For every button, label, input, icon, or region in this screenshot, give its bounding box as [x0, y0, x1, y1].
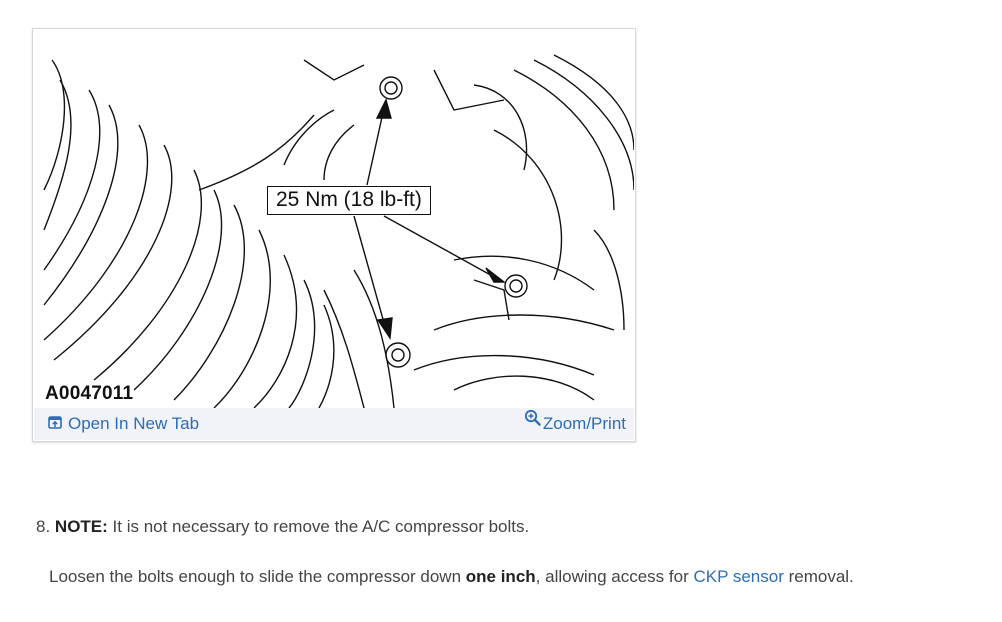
note-text: It is not necessary to remove the A/C co…	[107, 517, 530, 536]
illustration-figure: A0047011 25 Nm (18 lb-ft) Open In New Ta…	[32, 28, 636, 442]
engine-parts-drawing	[283, 54, 634, 408]
instruction-text-before: Loosen the bolts enough to slide the com…	[49, 567, 466, 586]
open-in-new-tab-label: Open In New Tab	[68, 414, 200, 433]
instruction-text-middle: , allowing access for	[535, 567, 694, 586]
torque-callout: 25 Nm (18 lb-ft)	[267, 186, 431, 215]
figure-action-bar: Open In New Tab Zoom/Print	[34, 408, 634, 440]
technical-illustration: A0047011 25 Nm (18 lb-ft)	[34, 30, 634, 408]
step-number: 8.	[36, 517, 51, 536]
open-in-new-tab-icon	[48, 414, 62, 434]
instruction-bold: one inch	[465, 567, 536, 586]
zoom-print-label: Zoom/Print	[542, 414, 626, 433]
open-in-new-tab-link[interactable]: Open In New Tab	[48, 414, 199, 434]
boot-bellows-drawing	[43, 59, 335, 408]
step-note: 8. NOTE: It is not necessary to remove t…	[36, 517, 529, 537]
zoom-in-icon	[524, 409, 541, 431]
figure-id-label: A0047011	[45, 383, 134, 404]
ckp-sensor-link[interactable]: CKP sensor	[693, 567, 784, 586]
leader-arrows	[353, 98, 507, 341]
instruction-paragraph: Loosen the bolts enough to slide the com…	[49, 567, 854, 587]
instruction-text-after: removal.	[783, 567, 854, 586]
bolt-markers	[379, 76, 528, 368]
zoom-print-link[interactable]: Zoom/Print	[524, 409, 626, 434]
note-label: NOTE:	[54, 517, 108, 536]
